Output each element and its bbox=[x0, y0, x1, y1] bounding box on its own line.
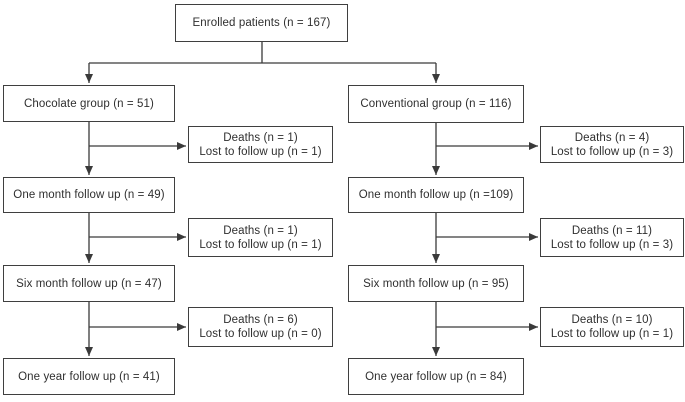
deaths-label: Deaths (n = 11) bbox=[571, 224, 653, 237]
chocolate-group-box: Chocolate group (n = 51) bbox=[3, 85, 175, 122]
deaths-label: Deaths (n = 1) bbox=[223, 131, 298, 144]
lost-label: Lost to follow up (n = 1) bbox=[199, 145, 322, 158]
lost-label: Lost to follow up (n = 1) bbox=[550, 328, 674, 340]
lost-label: Lost to follow up (n = 3) bbox=[550, 145, 674, 158]
lost-label: Lost to follow up (n = 1) bbox=[199, 238, 322, 251]
deaths-label: Deaths (n = 1) bbox=[223, 224, 298, 237]
right-attrition-box-1: Deaths (n = 4) Lost to follow up (n = 3) bbox=[540, 126, 684, 163]
right-one-month-label: One month follow up (n =109) bbox=[358, 189, 514, 201]
right-attrition-box-2: Deaths (n = 11) Lost to follow up (n = 3… bbox=[540, 218, 684, 257]
lost-label: Lost to follow up (n = 3) bbox=[550, 238, 674, 251]
left-one-month-label: One month follow up (n = 49) bbox=[13, 189, 165, 201]
connector-enrolled-split bbox=[89, 42, 436, 64]
enrolled-label: Enrolled patients (n = 167) bbox=[192, 17, 331, 29]
deaths-label: Deaths (n = 10) bbox=[571, 314, 653, 326]
right-six-month-label: Six month follow up (n = 95) bbox=[363, 277, 509, 290]
left-attrition-box-1: Deaths (n = 1) Lost to follow up (n = 1) bbox=[188, 126, 333, 163]
right-one-year-label: One year follow up (n = 84) bbox=[365, 370, 507, 383]
right-one-year-box: One year follow up (n = 84) bbox=[348, 358, 524, 395]
left-six-month-box: Six month follow up (n = 47) bbox=[3, 265, 175, 302]
deaths-label: Deaths (n = 4) bbox=[574, 131, 650, 144]
right-attrition-box-3: Deaths (n = 10) Lost to follow up (n = 1… bbox=[540, 307, 684, 347]
left-six-month-label: Six month follow up (n = 47) bbox=[16, 277, 162, 290]
deaths-label: Deaths (n = 6) bbox=[223, 314, 298, 326]
conventional-group-box: Conventional group (n = 116) bbox=[348, 85, 524, 123]
conventional-group-label: Conventional group (n = 116) bbox=[360, 98, 512, 110]
chocolate-group-label: Chocolate group (n = 51) bbox=[24, 97, 154, 110]
left-attrition-box-2: Deaths (n = 1) Lost to follow up (n = 1) bbox=[188, 218, 333, 257]
right-six-month-box: Six month follow up (n = 95) bbox=[348, 265, 524, 302]
left-one-year-box: One year follow up (n = 41) bbox=[3, 358, 175, 395]
enrolled-box: Enrolled patients (n = 167) bbox=[175, 4, 348, 42]
left-one-year-label: One year follow up (n = 41) bbox=[18, 370, 160, 383]
left-attrition-box-3: Deaths (n = 6) Lost to follow up (n = 0) bbox=[188, 307, 333, 347]
left-one-month-box: One month follow up (n = 49) bbox=[3, 177, 175, 213]
right-one-month-box: One month follow up (n =109) bbox=[348, 177, 524, 213]
lost-label: Lost to follow up (n = 0) bbox=[199, 328, 322, 340]
